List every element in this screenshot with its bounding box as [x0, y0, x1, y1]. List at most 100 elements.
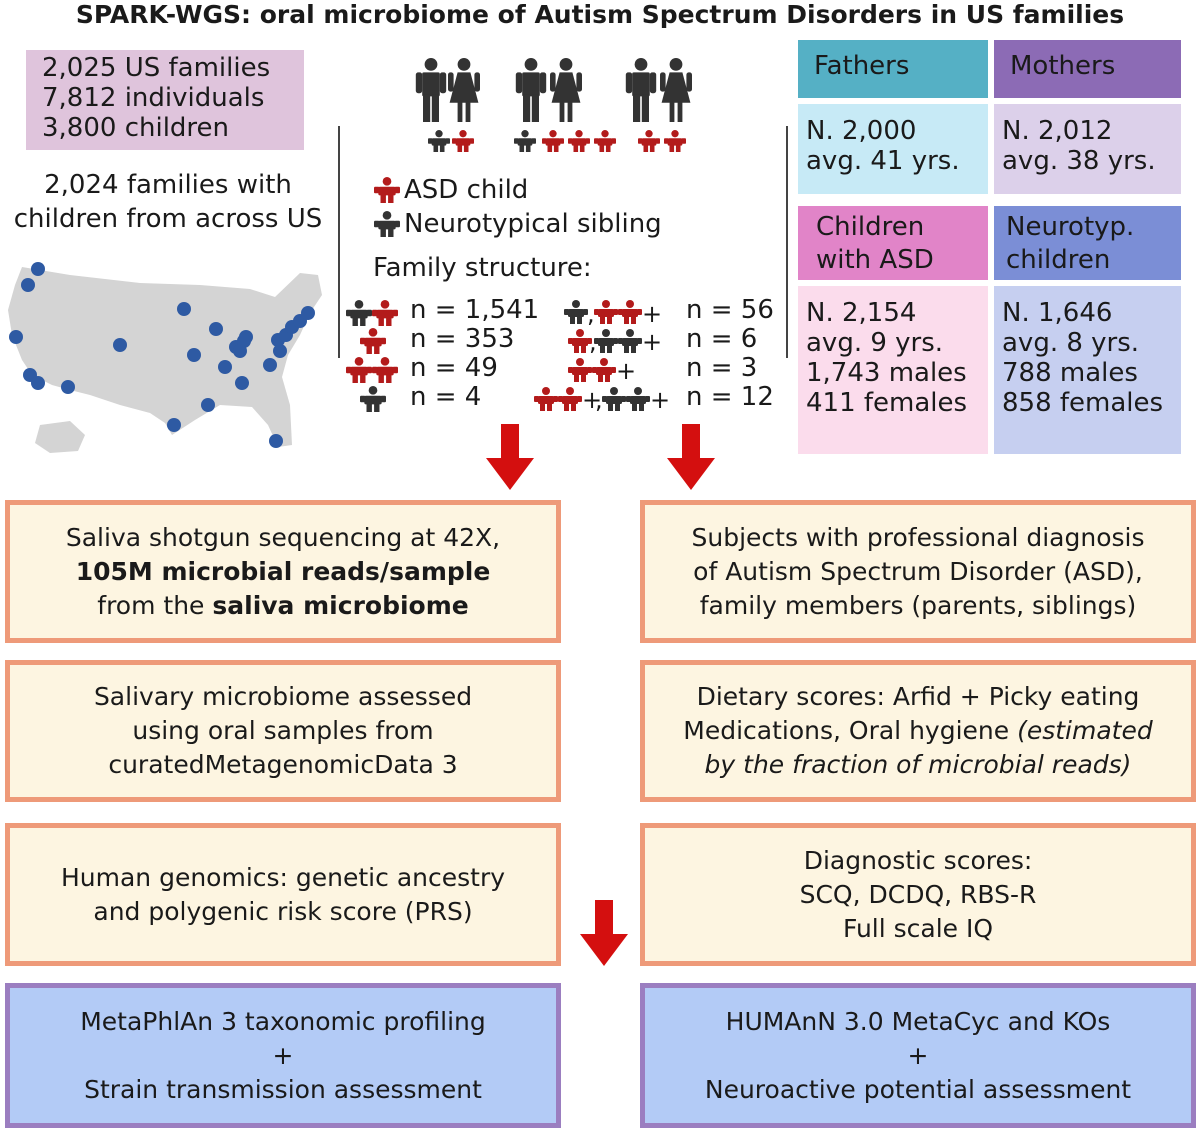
- asd-child-icon: [594, 130, 616, 152]
- legend-nt: Neurotypical sibling: [374, 208, 662, 240]
- diagnostic-line3: Full scale IQ: [842, 913, 994, 943]
- plus-glyph: +: [642, 300, 662, 328]
- map-dot: [187, 348, 201, 362]
- map-caption-line1: 2,024 families with: [44, 170, 292, 200]
- mother-icon-1: [448, 58, 480, 122]
- nt-sibling-icon: [594, 329, 618, 353]
- map-dot: [209, 322, 223, 336]
- sequencing-line3: from the saliva microbiome: [97, 589, 468, 623]
- map-dot: [263, 358, 277, 372]
- cmd-box: Salivary microbiome assessed using oral …: [5, 660, 561, 802]
- page-title: SPARK-WGS: oral microbiome of Autism Spe…: [75, 0, 1125, 29]
- diagnostic-line1: Diagnostic scores:: [803, 845, 1033, 875]
- mother-icon-3: [660, 58, 692, 122]
- subjects-box: Subjects with professional diagnosis of …: [640, 500, 1196, 643]
- asd-child-icon: [542, 130, 564, 152]
- nt-children-header-line2: children: [1006, 245, 1111, 275]
- asd-child-icon: [568, 130, 590, 152]
- map-dots: [9, 262, 315, 448]
- nt-sibling-icon: [564, 300, 588, 324]
- count-asd: n = 353: [410, 324, 515, 354]
- asd-children-males: 1,743 males: [806, 358, 967, 388]
- genomics-box: Human genomics: genetic ancestry and pol…: [5, 823, 561, 966]
- nt-children-n: N. 1,646: [1002, 298, 1113, 328]
- metaphlan-box: MetaPhlAn 3 taxonomic profiling + Strain…: [5, 983, 561, 1128]
- nt-children-header-line1: Neurotyp.: [1006, 212, 1135, 242]
- count-mixed-4: n = 12: [686, 382, 774, 412]
- nt-children-header: Neurotyp. children: [994, 206, 1181, 280]
- family-structure-label: Family structure:: [373, 253, 592, 283]
- metaphlan-line3: Strain transmission assessment: [84, 1074, 482, 1104]
- arrow-down-icon: [580, 900, 628, 966]
- asd-child-icon: [594, 300, 618, 324]
- humann-line1: HUMAnN 3.0 MetaCyc and KOs: [725, 1006, 1111, 1036]
- humann-line2: +: [907, 1040, 929, 1070]
- stats-families: 2,025 US families: [42, 53, 271, 83]
- asd-child-icon: [534, 387, 558, 411]
- mothers-n: N. 2,012: [1002, 116, 1113, 146]
- map-dot: [31, 262, 45, 276]
- nt-sibling-icon: [602, 387, 626, 411]
- father-icon-3: [625, 58, 657, 122]
- asd-child-icon: [558, 387, 582, 411]
- asd-child-icon: [664, 130, 686, 152]
- count-nt: n = 4: [410, 382, 482, 412]
- us-map: [8, 262, 322, 453]
- mothers-header: Mothers: [994, 40, 1181, 98]
- stats-individuals: 7,812 individuals: [42, 83, 265, 113]
- count-mixed-3: n = 3: [686, 353, 758, 383]
- asd-child-icon: [592, 358, 616, 382]
- nt-children-females: 858 females: [1002, 388, 1164, 418]
- map-dot: [273, 344, 287, 358]
- family-children: [428, 130, 686, 152]
- comma-glyph: ,: [587, 300, 595, 328]
- map-dot: [61, 380, 75, 394]
- asd-children-header-line2: with ASD: [816, 245, 934, 275]
- map-dot: [233, 344, 247, 358]
- subjects-line1: Subjects with professional diagnosis: [691, 522, 1145, 552]
- count-asd-asd: n = 49: [410, 353, 498, 383]
- asd-child-icon: [638, 130, 660, 152]
- family-structure-right-icons: , + , + + + , +: [534, 300, 670, 414]
- mothers-stats: N. 2,012 avg. 38 yrs.: [994, 104, 1181, 194]
- dietary-box: Dietary scores: Arfid + Picky eating Med…: [640, 660, 1196, 802]
- nt-children-stats: N. 1,646 avg. 8 yrs. 788 males 858 femal…: [994, 286, 1181, 454]
- nt-sibling-icon: [374, 211, 400, 237]
- arrow-down-icon: [486, 424, 534, 490]
- asd-children-stats: N. 2,154 avg. 9 yrs. 1,743 males 411 fem…: [798, 286, 988, 454]
- subjects-line3: family members (parents, siblings): [699, 590, 1137, 620]
- nt-child-icon: [428, 130, 450, 152]
- map-caption: 2,024 families with children from across…: [0, 168, 336, 236]
- map-dot: [21, 278, 35, 292]
- count-nt-asd: n = 1,541: [410, 295, 540, 325]
- nt-sibling-icon: [618, 329, 642, 353]
- sequencing-line3-pre: from the: [97, 590, 213, 620]
- dietary-line2-pre: Medications, Oral hygiene: [683, 716, 1018, 745]
- diagnostic-box: Diagnostic scores: SCQ, DCDQ, RBS-R Full…: [640, 823, 1196, 966]
- parent-figures: [415, 58, 692, 122]
- sequencing-line3-bold: saliva microbiome: [212, 590, 469, 620]
- nt-children-age: avg. 8 yrs.: [1002, 328, 1140, 358]
- mothers-age: avg. 38 yrs.: [1002, 146, 1156, 176]
- diagnostic-line2: SCQ, DCDQ, RBS-R: [799, 879, 1037, 909]
- legend-nt-label: Neurotypical sibling: [404, 209, 662, 239]
- dietary-line1: Dietary scores: Arfid + Picky eating: [696, 682, 1140, 711]
- cmd-line1: Salivary microbiome assessed: [93, 682, 473, 711]
- plus-glyph: +: [642, 328, 662, 356]
- map-dot: [167, 418, 181, 432]
- comma-glyph: ,: [589, 328, 597, 356]
- asd-children-females: 411 females: [806, 388, 968, 418]
- sequencing-box: Saliva shotgun sequencing at 42X, 105M m…: [5, 500, 561, 643]
- comma-glyph: ,: [595, 386, 603, 414]
- genomics-line2: and polygenic risk score (PRS): [93, 896, 473, 926]
- stats-children: 3,800 children: [42, 113, 230, 143]
- map-dot: [218, 360, 232, 374]
- genomics-line1: Human genomics: genetic ancestry: [60, 862, 506, 892]
- asd-child-icon: [618, 300, 642, 324]
- map-dot: [113, 338, 127, 352]
- us-map-land: [8, 267, 322, 447]
- legend-asd-label: ASD child: [404, 175, 529, 205]
- map-dot: [235, 376, 249, 390]
- asd-child-icon: [372, 357, 398, 383]
- asd-child-icon: [346, 357, 372, 383]
